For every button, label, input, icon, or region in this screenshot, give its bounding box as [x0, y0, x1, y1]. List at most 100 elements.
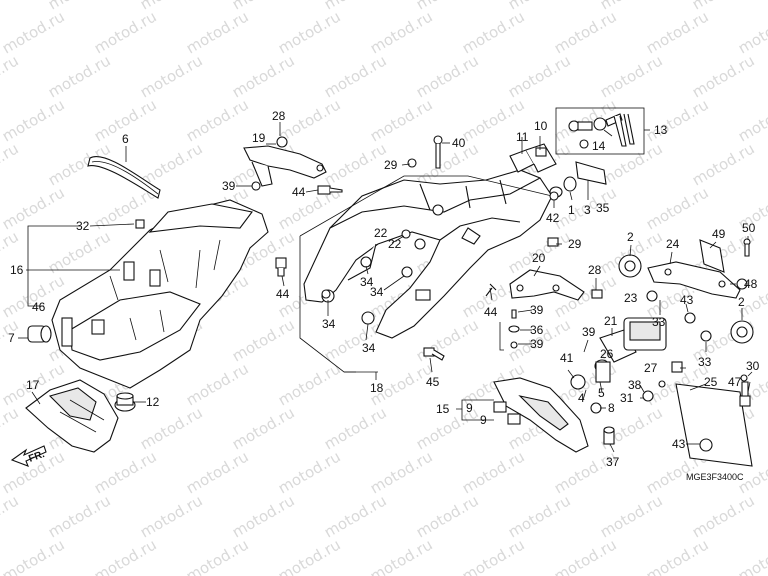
callout-18: 18 — [370, 381, 384, 395]
callout-labels: 6 32 16 46 7 17 12 28 19 39 44 44 34 34 … — [8, 109, 760, 469]
callout-34-b: 34 — [362, 341, 376, 355]
license-bracket-15-part — [493, 377, 589, 453]
callout-41: 41 — [560, 351, 574, 365]
license-plate-25-part — [675, 383, 753, 467]
watermark-text: motod.ru — [735, 535, 768, 576]
nut-34-a — [321, 289, 331, 299]
screw-39-mid — [510, 309, 518, 349]
callout-39-low: 39 — [530, 337, 544, 351]
watermark-text: motod.ru — [0, 403, 22, 453]
socket-37 — [603, 426, 615, 445]
seat-lock-cylinder-part — [549, 161, 607, 198]
watermark-text: motod.ru — [91, 7, 160, 57]
bolt-41 — [570, 374, 586, 390]
watermark-text: motod.ru — [183, 535, 252, 576]
nut-8 — [590, 402, 602, 414]
grommet-2-left — [618, 254, 642, 278]
callout-28-right: 28 — [588, 263, 602, 277]
watermark-text: motod.ru — [689, 491, 758, 541]
callout-44-top: 44 — [292, 185, 306, 199]
inner-rear-fender-part — [51, 199, 269, 389]
rear-frame-part — [303, 169, 553, 339]
watermark-text: motod.ru — [505, 51, 574, 101]
callout-39-mid: 39 — [530, 303, 544, 317]
bolt-29-right — [547, 237, 559, 247]
watermark-text: motod.ru — [137, 403, 206, 453]
watermark-text: motod.ru — [229, 315, 298, 365]
watermark-text: motod.ru — [367, 535, 436, 576]
watermark-text: motod.ru — [597, 491, 666, 541]
callout-35: 35 — [596, 201, 610, 215]
bolt-27 — [671, 361, 683, 373]
callout-2-right: 2 — [738, 295, 745, 309]
plate-10-11-part — [509, 143, 557, 173]
watermark-text: motod.ru — [0, 139, 22, 189]
watermark-text: motod.ru — [321, 139, 390, 189]
callout-26: 26 — [600, 347, 614, 361]
bolt-28-right — [591, 289, 603, 299]
watermark-text: motod.ru — [275, 447, 344, 497]
watermark-text: motod.ru — [183, 7, 252, 57]
watermark-text: motod.ru — [229, 403, 298, 453]
mount-bracket-20-part — [485, 269, 585, 301]
callout-50: 50 — [742, 221, 756, 235]
bolt-45 — [423, 347, 445, 361]
callout-8: 8 — [608, 401, 615, 415]
grommet-2-right — [730, 320, 754, 344]
watermark-text: motod.ru — [91, 535, 160, 576]
callout-4: 4 — [578, 391, 585, 405]
watermark-text: motod.ru — [0, 535, 68, 576]
callout-34-d: 34 — [370, 285, 384, 299]
watermark-text: motod.ru — [413, 491, 482, 541]
watermark-text: motod.ru — [229, 491, 298, 541]
callout-14: 14 — [592, 139, 606, 153]
nut-42 — [549, 191, 559, 201]
callout-33-a: 33 — [652, 315, 666, 329]
callout-15: 15 — [436, 402, 450, 416]
watermark-text: motod.ru — [597, 51, 666, 101]
callout-28-left: 28 — [272, 109, 286, 123]
nut-33-a — [646, 290, 658, 302]
callout-21: 21 — [604, 314, 618, 328]
callout-39-right: 39 — [582, 325, 596, 339]
diagram-code: MGE3F3400C — [686, 472, 744, 482]
callout-6: 6 — [122, 132, 129, 146]
callout-36: 36 — [530, 323, 544, 337]
callout-25: 25 — [704, 375, 718, 389]
bolt-39-left — [251, 181, 261, 191]
callout-48: 48 — [744, 277, 758, 291]
callout-1: 1 — [568, 203, 575, 217]
leader-lines — [18, 122, 753, 453]
bolt-29-top — [407, 158, 417, 168]
clip-32 — [135, 219, 145, 229]
watermark-text: motod.ru — [597, 139, 666, 189]
watermark-text: motod.ru — [91, 447, 160, 497]
callout-16: 16 — [10, 263, 24, 277]
watermark-text: motod.ru — [321, 403, 390, 453]
watermark-text: motod.ru — [413, 51, 482, 101]
callout-34-a: 34 — [322, 317, 336, 331]
callout-13: 13 — [654, 123, 668, 137]
callout-3: 3 — [584, 203, 591, 217]
watermark-text: motod.ru — [137, 491, 206, 541]
watermark-text: motod.ru — [321, 491, 390, 541]
callout-37: 37 — [606, 455, 620, 469]
watermark-text: motod.ru — [643, 7, 712, 57]
callout-40: 40 — [452, 136, 466, 150]
license-light-housing-part — [599, 317, 667, 363]
bolt-44-top — [317, 185, 343, 195]
callout-38: 38 — [628, 378, 642, 392]
watermark-text: motod.ru — [735, 7, 768, 57]
callout-10: 10 — [534, 119, 548, 133]
watermark-text: motod.ru — [275, 359, 344, 409]
rubber-cushion-part — [27, 325, 52, 343]
callout-9-a: 9 — [466, 401, 473, 415]
callout-31: 31 — [620, 391, 634, 405]
callout-22-b: 22 — [388, 237, 402, 251]
watermark-text: motod.ru — [45, 491, 114, 541]
callout-47: 47 — [728, 375, 742, 389]
callout-9-b: 9 — [480, 413, 487, 427]
callout-39-left: 39 — [222, 179, 236, 193]
watermark-text: motod.ru — [0, 0, 22, 13]
